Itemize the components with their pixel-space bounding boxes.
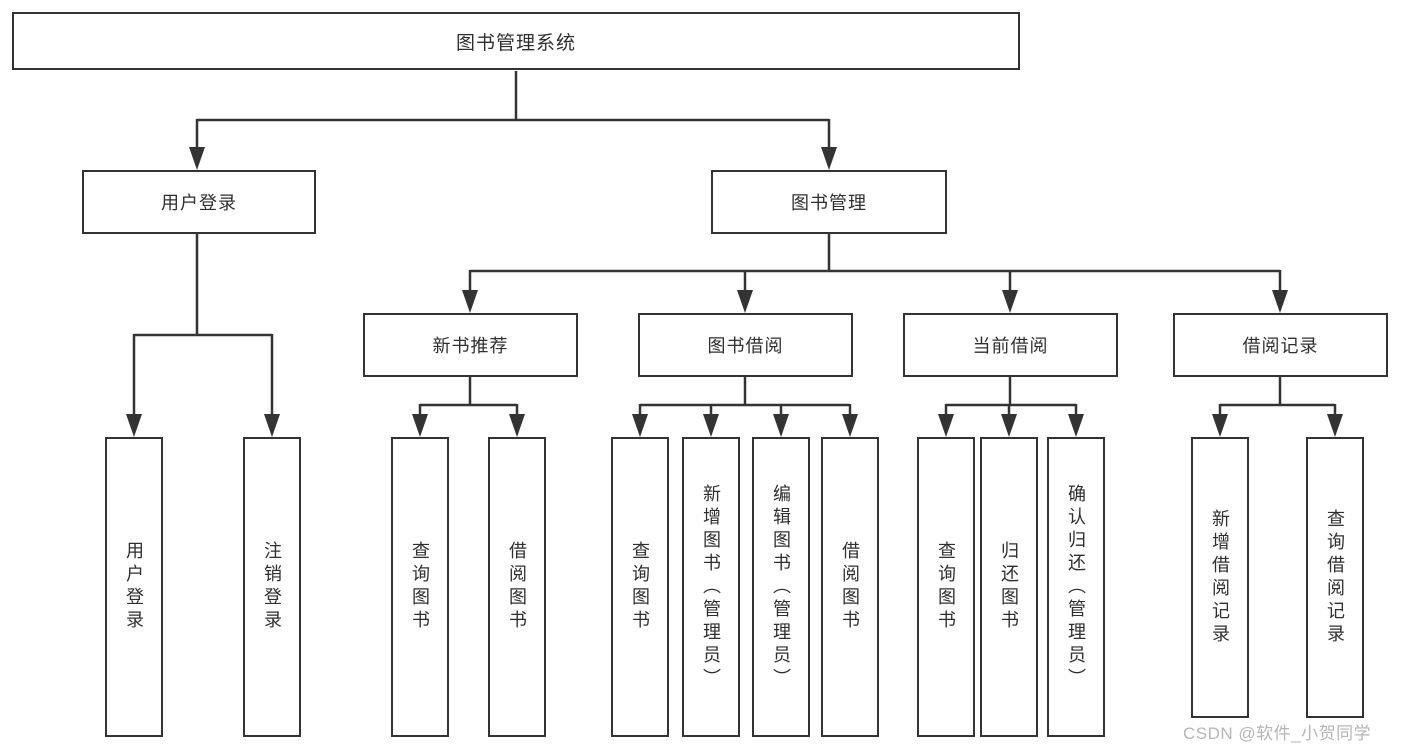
leaf-logout: 注销登录 bbox=[243, 437, 301, 737]
leaf-borrow-add-books-admin: 新增图书（管理员） bbox=[682, 437, 740, 737]
connector-arrowheads bbox=[126, 147, 1343, 437]
leaf-borrow-query-books: 查询图书 bbox=[611, 437, 669, 737]
node-new-book-recommend: 新书推荐 bbox=[363, 313, 578, 377]
leaf-user-login: 用户登录 bbox=[105, 437, 163, 737]
leaf-records-add-record: 新增借阅记录 bbox=[1191, 437, 1249, 718]
leaf-newbooks-query-books: 查询图书 bbox=[391, 437, 449, 737]
leaf-borrow-borrow-books: 借阅图书 bbox=[821, 437, 879, 737]
node-user-login: 用户登录 bbox=[82, 170, 316, 234]
node-current-borrow: 当前借阅 bbox=[903, 313, 1118, 377]
leaf-current-confirm-return-admin: 确认归还（管理员） bbox=[1047, 437, 1105, 737]
leaf-borrow-edit-books-admin: 编辑图书（管理员） bbox=[752, 437, 810, 737]
node-borrow-records: 借阅记录 bbox=[1173, 313, 1388, 377]
csdn-watermark: CSDN @软件_小贺同学 bbox=[1183, 724, 1372, 743]
leaf-current-return-books: 归还图书 bbox=[980, 437, 1038, 737]
leaf-records-query-record: 查询借阅记录 bbox=[1306, 437, 1364, 718]
node-root: 图书管理系统 bbox=[12, 12, 1020, 70]
leaf-newbooks-borrow-books: 借阅图书 bbox=[488, 437, 546, 737]
node-book-borrow: 图书借阅 bbox=[638, 313, 853, 377]
node-book-management: 图书管理 bbox=[711, 170, 947, 234]
leaf-current-query-books: 查询图书 bbox=[917, 437, 975, 737]
connector-elbow-lines bbox=[132, 71, 1337, 416]
